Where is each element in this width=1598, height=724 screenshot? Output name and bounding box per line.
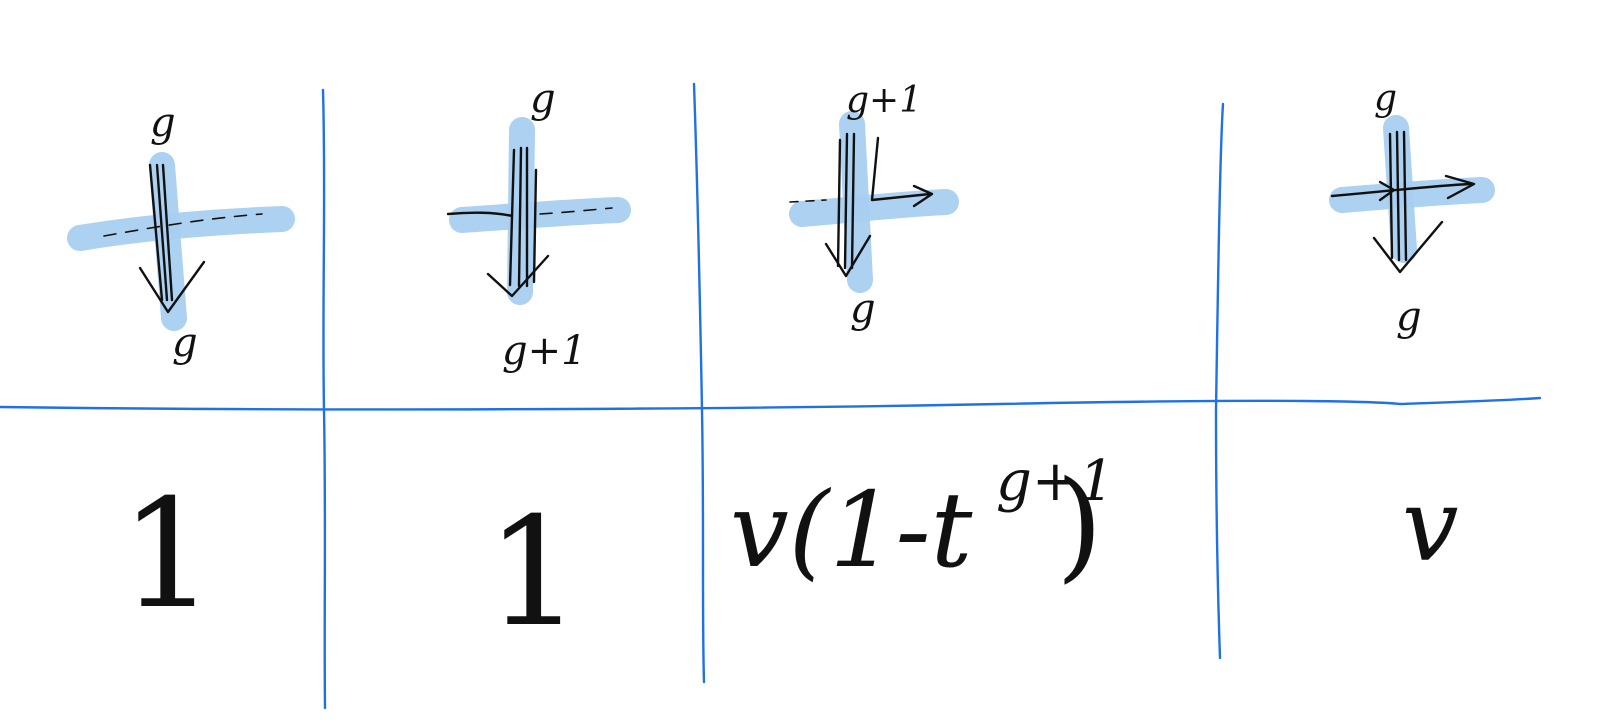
- arrow-shaft: [517, 146, 523, 288]
- dashed-path: [103, 213, 263, 237]
- weight-close-paren: ): [1056, 456, 1103, 595]
- arrow-shaft: [532, 168, 538, 284]
- highlight-horizontal: [789, 189, 959, 227]
- arrow-shaft: [148, 163, 164, 302]
- bottom-label: g: [1396, 294, 1422, 340]
- top-label: g: [150, 100, 176, 146]
- top-label: g+1: [846, 80, 922, 121]
- column-divider-2: [692, 82, 706, 684]
- highlight-horizontal: [67, 206, 295, 251]
- highlight-horizontal: [449, 197, 631, 233]
- turn-right-edge: [870, 136, 932, 202]
- cell-3-vertex: g+1 g: [789, 80, 959, 332]
- arrow-shaft: [836, 138, 842, 268]
- cell-4-weight: v: [1402, 467, 1459, 584]
- arrow-shaft: [1402, 130, 1408, 262]
- horizontal-divider: [0, 396, 1542, 411]
- bottom-label: g: [850, 286, 876, 332]
- cell-1-vertex: g g: [67, 100, 295, 366]
- column-divider-3: [1214, 102, 1225, 660]
- arrow-shaft: [843, 132, 849, 270]
- cell-2-vertex: g g+1: [446, 76, 631, 374]
- column-divider-1: [321, 88, 327, 710]
- arrow-head: [824, 234, 872, 278]
- incoming-edge: [446, 211, 514, 218]
- arrow-shaft: [1388, 132, 1394, 260]
- arrow-shaft: [508, 148, 516, 287]
- bottom-label: g+1: [502, 328, 587, 374]
- arrow-head: [1372, 220, 1444, 274]
- cell-4-vertex: g g: [1329, 78, 1495, 340]
- cell-3-weight: v(1-t g+1 ): [730, 449, 1114, 595]
- weight-main: v(1-t: [730, 469, 973, 591]
- arrow-shaft: [155, 163, 169, 302]
- highlight-horizontal: [1329, 177, 1495, 213]
- arrow-head: [138, 260, 206, 314]
- dashed-path: [789, 199, 827, 203]
- top-label: g: [530, 76, 556, 122]
- through-edge-arrow-head: [1444, 174, 1476, 200]
- cell-2-weight: 1: [486, 486, 581, 660]
- arrow-shaft: [1395, 130, 1401, 262]
- arrow-head: [486, 254, 550, 298]
- dashed-path: [539, 207, 613, 215]
- bottom-label: g: [172, 320, 198, 366]
- arrow-shaft: [850, 132, 856, 270]
- cell-1-weight: 1: [120, 468, 215, 642]
- crossing-arrow-head: [1378, 180, 1396, 202]
- table-grid: [0, 82, 1542, 710]
- top-label: g: [1374, 78, 1397, 119]
- arrow-shaft: [161, 163, 174, 302]
- weight-exponent: g+1: [996, 449, 1114, 514]
- turn-right-arrow-head: [912, 184, 934, 208]
